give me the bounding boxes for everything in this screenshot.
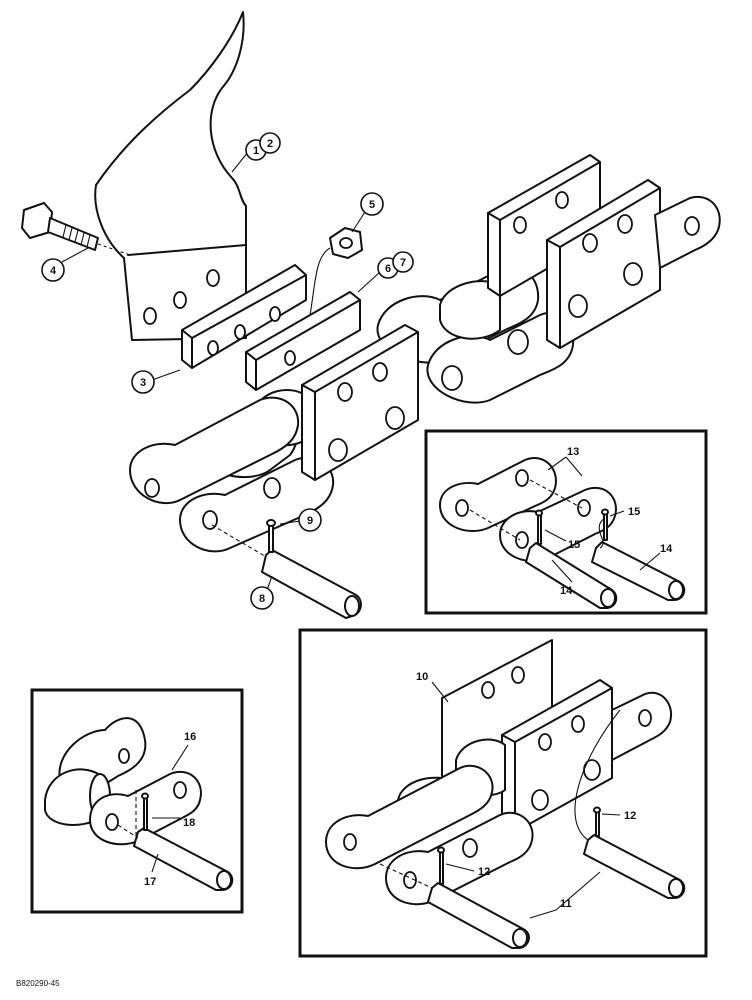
main-chain-assembly: 1 2 3 4 5 6 7 8 9	[21, 11, 721, 619]
callout-6: 6	[385, 263, 391, 275]
inset-label-14b: 14	[660, 543, 673, 555]
inset-label-13: 13	[567, 446, 579, 458]
bolt	[21, 202, 131, 256]
callout-4: 4	[50, 265, 57, 277]
callout-7: 7	[400, 257, 406, 269]
inset-offset-link: 16 18 17	[30, 688, 244, 914]
callout-8: 8	[259, 593, 265, 605]
inset-label-16: 16	[184, 731, 196, 743]
callout-3: 3	[140, 377, 146, 389]
inset-label-18: 18	[183, 817, 195, 829]
inset-attachment: 10 12 12 11	[298, 628, 708, 958]
callout-1: 1	[253, 145, 259, 157]
scraper-flight	[94, 11, 247, 341]
spacer-bars	[181, 264, 361, 391]
inset-label-12b: 12	[478, 866, 490, 878]
figure-code: B820290-45	[16, 979, 60, 988]
chain-links	[129, 154, 721, 553]
inset-label-10: 10	[416, 671, 428, 683]
inset-offset-pin: 13 15 15 14 14	[424, 429, 708, 615]
inset-label-15a: 15	[628, 506, 640, 518]
callout-5: 5	[369, 199, 375, 211]
inset-label-14a: 14	[560, 585, 573, 597]
inset-label-17: 17	[144, 876, 156, 888]
callouts: 1 2 3 4 5 6 7 8 9	[41, 132, 414, 610]
inset-label-11: 11	[560, 898, 572, 910]
callout-9: 9	[307, 515, 313, 527]
inset-label-12a: 12	[624, 810, 636, 822]
callout-2: 2	[267, 138, 273, 150]
inset-label-15b: 15	[568, 539, 580, 551]
connecting-pin	[211, 519, 362, 619]
